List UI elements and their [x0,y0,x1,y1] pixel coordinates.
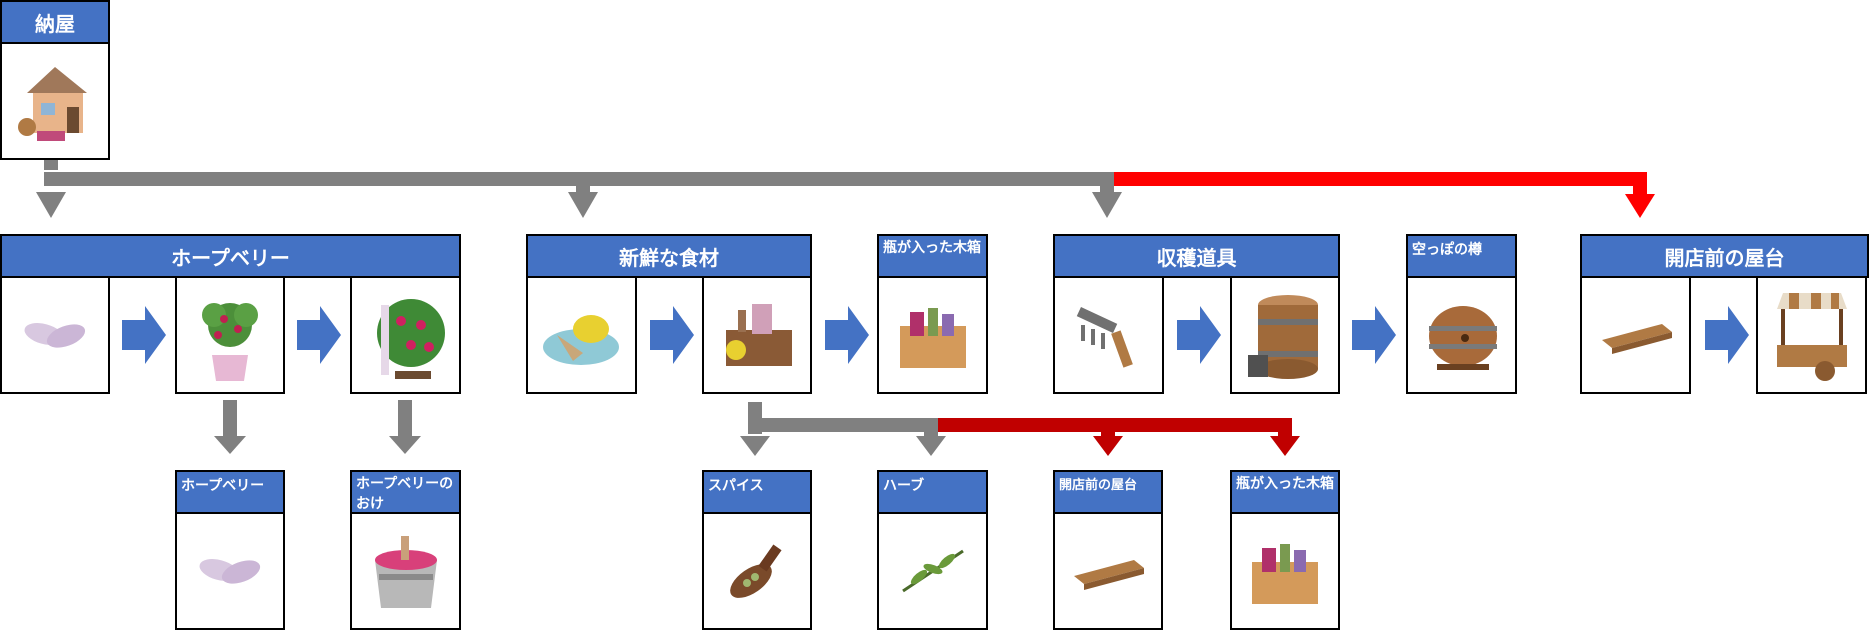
hopberry-sprout-image [175,276,285,394]
empty-barrel-title: 空っぽの樽 [1406,234,1517,278]
red-connector-fresh-sub [938,418,1300,456]
rake-image [1053,276,1164,394]
potted-plant-icon [202,303,258,381]
bottle-crate-image [877,276,988,394]
hopberry-seed-image [0,276,110,394]
barn-image [0,42,110,160]
sub-bottle-crate-image [1230,512,1340,630]
barrel-tools-image [1230,276,1340,394]
harvest-group-title: 収穫道具 [1053,234,1340,278]
food-crate-icon [726,304,792,366]
sub-stall-image [1053,512,1163,630]
stall-cart-image [1756,276,1867,394]
berry-tub-icon [374,536,437,608]
wood-plank-icon [1601,324,1672,354]
barrel-icon [1428,306,1497,370]
food-icon [542,315,619,365]
stall-plank-image [1580,276,1691,394]
sub-bottle-crate-title: 瓶が入った木箱 [1230,470,1340,514]
seed-icon [199,559,261,584]
barrel-icon [1248,295,1318,379]
berry-bush-icon [376,299,445,379]
sub-stall-title: 開店前の屋台 [1053,470,1163,514]
step-arrows [122,306,1749,364]
sub-spice-title: スパイス [702,470,812,514]
rake-icon [1076,307,1133,368]
bottle-crate-icon [1252,544,1318,604]
bottle-crate-title: 瓶が入った木箱 [877,234,988,278]
spice-scoop-icon [730,544,782,598]
sub-hopberry-tub-image [350,512,461,630]
herb-icon [901,549,964,593]
barn-icon [18,67,87,141]
stall-group-title: 開店前の屋台 [1580,234,1869,278]
sub-herb-image [877,512,988,630]
gray-connector-fresh-sub [740,402,946,456]
seed-icon [24,323,86,348]
red-connector-top [1114,172,1655,218]
empty-barrel-image [1406,276,1517,394]
sub-hopberry-tub-title: ホープベリーのおけ [350,470,461,514]
market-cart-icon [1776,293,1847,381]
fresh-food-image [526,276,637,394]
fresh-group-title: 新鮮な食材 [526,234,812,278]
wood-plank-icon [1074,560,1144,590]
barn-title: 納屋 [0,0,110,44]
hopberry-bush-image [350,276,461,394]
gray-connector-top [36,140,1122,218]
sub-spice-image [702,512,812,630]
sub-hopberry-image [175,512,285,630]
sub-hopberry-title: ホープベリー [175,470,285,514]
hopberry-group-title: ホープベリー [0,234,461,278]
gray-connector-hopberry-sub [214,400,421,454]
sub-herb-title: ハーブ [877,470,988,514]
bottle-crate-icon [899,308,966,368]
food-crate-image [702,276,812,394]
